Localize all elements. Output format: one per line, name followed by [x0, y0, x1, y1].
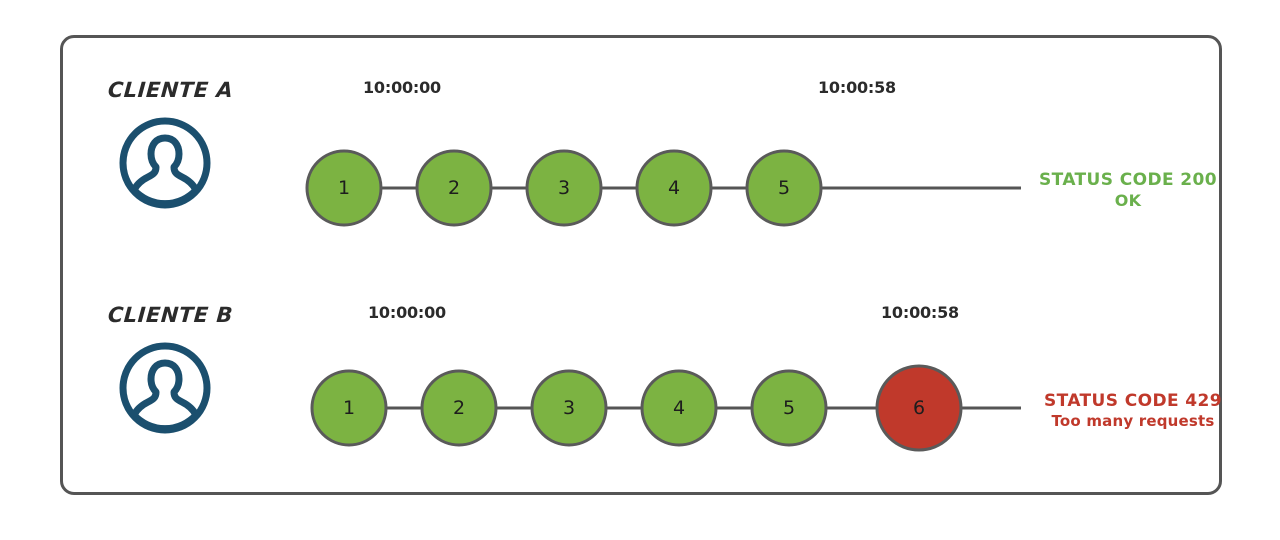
timestamp-start-a: 10:00:00 — [363, 78, 441, 97]
request-chain-b: 1 2 3 4 5 — [63, 303, 1219, 463]
user-avatar-icon — [118, 116, 212, 210]
request-node[interactable]: 5 — [745, 149, 823, 227]
request-node-rejected[interactable]: 6 — [875, 364, 963, 452]
request-node-label: 6 — [913, 397, 925, 419]
status-code-b: STATUS CODE 429 — [1044, 391, 1222, 411]
request-node-label: 1 — [338, 177, 350, 199]
user-avatar-icon — [118, 341, 212, 435]
request-node[interactable]: 4 — [635, 149, 713, 227]
request-node-label: 1 — [343, 397, 355, 419]
status-message-a: OK — [1114, 191, 1142, 211]
request-node-label: 4 — [673, 397, 685, 419]
request-node[interactable]: 1 — [305, 149, 383, 227]
status-badge-a: STATUS CODE 200 OK — [1028, 170, 1228, 211]
timestamp-end-b: 10:00:58 — [881, 303, 959, 322]
request-node-label: 5 — [778, 177, 790, 199]
request-node-label: 5 — [783, 397, 795, 419]
request-node[interactable]: 3 — [530, 369, 608, 447]
request-node[interactable]: 4 — [640, 369, 718, 447]
request-node[interactable]: 1 — [310, 369, 388, 447]
request-node[interactable]: 5 — [750, 369, 828, 447]
timestamp-start-b: 10:00:00 — [368, 303, 446, 322]
request-node-label: 4 — [668, 177, 680, 199]
request-node-label: 3 — [563, 397, 575, 419]
diagram-frame: CLIENTE A 10:00:00 10:00:58 1 — [60, 35, 1222, 495]
timestamp-end-a: 10:00:58 — [818, 78, 896, 97]
request-node-label: 2 — [448, 177, 460, 199]
request-chain-a: 1 2 3 4 5 — [63, 78, 1219, 238]
request-node[interactable]: 3 — [525, 149, 603, 227]
request-node[interactable]: 2 — [415, 149, 493, 227]
status-badge-b: STATUS CODE 429 Too many requests — [1028, 391, 1238, 431]
request-node[interactable]: 2 — [420, 369, 498, 447]
request-node-label: 3 — [558, 177, 570, 199]
request-node-label: 2 — [453, 397, 465, 419]
status-message-b: Too many requests — [1051, 412, 1215, 431]
status-code-a: STATUS CODE 200 — [1039, 170, 1217, 190]
